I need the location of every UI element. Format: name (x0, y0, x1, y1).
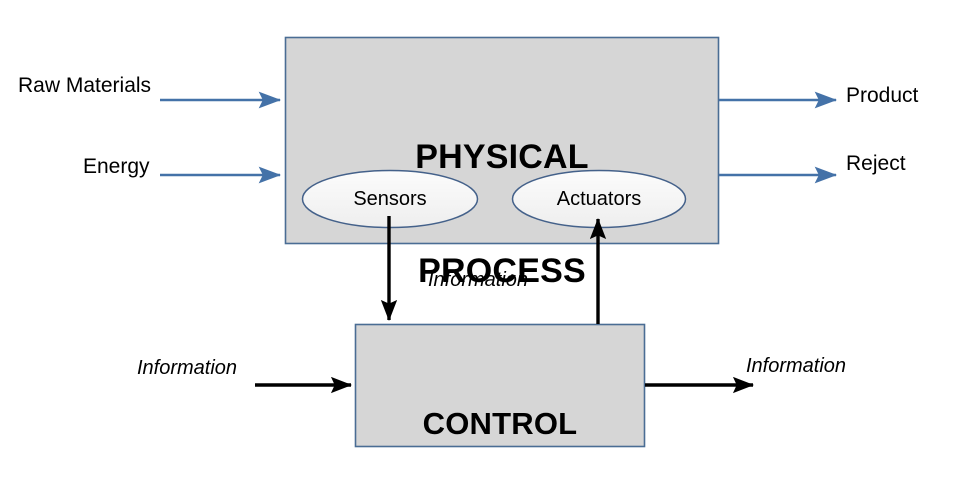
control-system-title-line1: CONTROL (422, 406, 578, 442)
energy-label: Energy (83, 155, 150, 178)
control-system-block[interactable] (354, 323, 646, 448)
raw-materials-label: Raw Materials (18, 74, 152, 97)
reject-label: Reject (846, 152, 906, 175)
physical-process-title-line1: PHYSICAL (415, 138, 589, 177)
sensors-label: Sensors (353, 188, 427, 210)
physical-process-title: PHYSICAL PROCESS (285, 62, 719, 367)
information-input-label: Information (137, 357, 238, 379)
physical-process-title-line2: PROCESS (418, 252, 586, 291)
control-system-title: CONTROL SYSTEM (355, 338, 645, 484)
information-output-label: Information (746, 355, 847, 377)
information-center-label: Information (428, 269, 529, 291)
actuators-label: Actuators (556, 188, 642, 210)
product-label: Product (846, 84, 919, 107)
